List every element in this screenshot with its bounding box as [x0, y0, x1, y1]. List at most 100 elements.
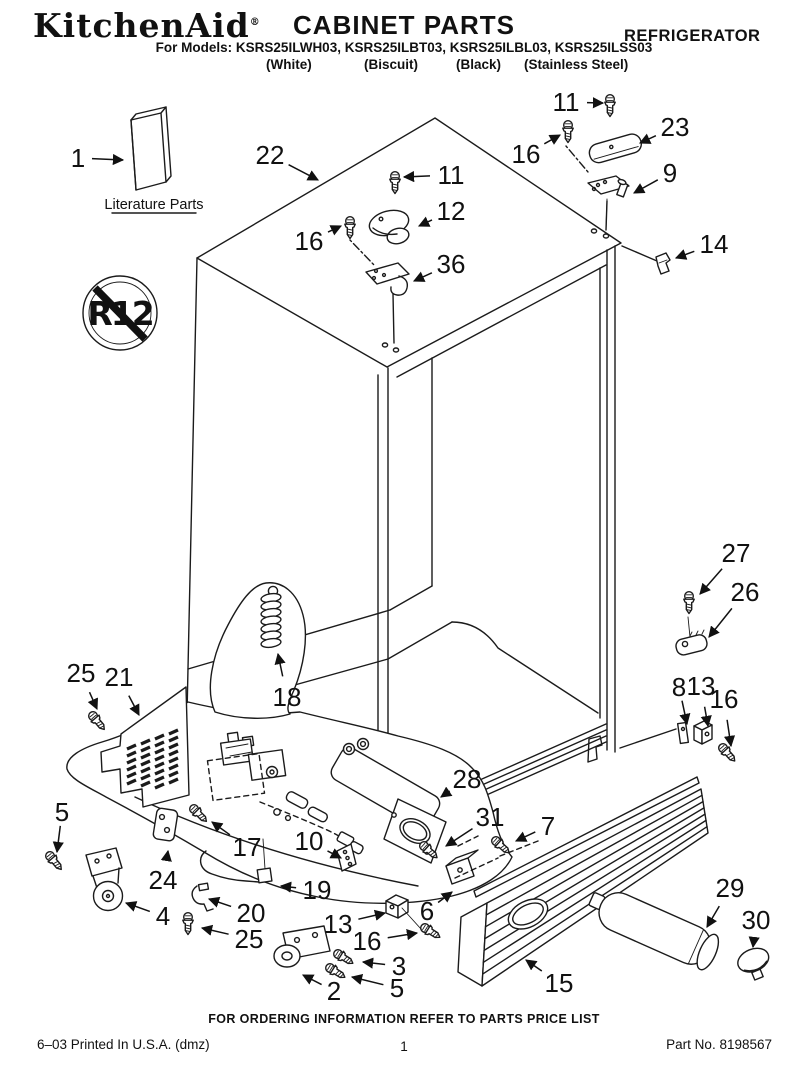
brand-logo: KitchenAid® [33, 6, 261, 44]
leader-arrow [412, 271, 433, 282]
part-callout-number: 36 [437, 249, 466, 279]
bracket-part-13-right [693, 720, 713, 745]
part-callout-number: 16 [710, 684, 739, 714]
part-callout-number: 19 [303, 875, 332, 905]
drain-tube-part-19 [199, 838, 273, 884]
screw-part [562, 119, 574, 144]
part-callout-number: 10 [295, 826, 324, 856]
hinge-bracket-part-36 [365, 262, 410, 296]
leader-arrow [525, 959, 543, 972]
leader-arrow [52, 825, 64, 854]
r12-prohibited-icon: R12 [82, 275, 158, 351]
product-type-label: REFRIGERATOR [624, 27, 761, 45]
leader-arrow [124, 901, 151, 913]
finish-label-stainless: (Stainless Steel) [524, 57, 629, 72]
part-callout-number: 13 [687, 671, 716, 701]
part-callout-number: 27 [722, 538, 751, 568]
leader-arrow [440, 786, 453, 798]
vent-panel-part [100, 686, 190, 808]
part-callout-number: 31 [476, 802, 505, 832]
part-callout-number: 26 [731, 577, 760, 607]
part-callout-number: 30 [742, 905, 771, 935]
leader-arrow [543, 134, 561, 145]
finish-label-black: (Black) [456, 57, 502, 72]
leader-arrow [748, 936, 760, 949]
bracket-part-6 [401, 835, 539, 930]
leader-arrow [723, 719, 736, 748]
leader-arrow [279, 881, 297, 893]
leader-arrow [445, 827, 473, 847]
water-valve-assembly [206, 731, 287, 802]
top-hinge-parts [349, 133, 671, 296]
leader-arrow [706, 905, 720, 928]
part-callout-number: 2 [327, 976, 341, 1006]
leader-arrow [437, 891, 453, 904]
part-callout-number: 4 [156, 901, 170, 931]
printed-info: 6–03 Printed In U.S.A. (dmz) [37, 1037, 210, 1052]
water-filter-part [588, 892, 720, 971]
hinge-cam-part-12 [368, 209, 410, 245]
leader-arrow [402, 170, 431, 183]
part-callout-number: 11 [553, 87, 580, 117]
leader-arrow [288, 164, 319, 181]
leader-arrow [700, 706, 712, 728]
clamp-part-26 [675, 629, 708, 656]
leader-arrow [361, 957, 386, 969]
prohibition-slash [92, 285, 148, 342]
part-callout-number: 20 [237, 898, 266, 928]
part-callout-number: 14 [700, 229, 729, 259]
leader-arrow [128, 695, 140, 716]
part-callout-number: 25 [235, 924, 264, 954]
caster-part-4 [85, 847, 124, 912]
leader-arrow [358, 909, 387, 921]
part-number: Part No. 8198567 [666, 1037, 772, 1052]
part-callout-number: 16 [295, 226, 324, 256]
screw-part [389, 170, 401, 195]
screw-part [604, 93, 616, 118]
part-callout-number: 13 [324, 909, 353, 939]
leader-arrow [674, 249, 695, 260]
leader-arrow [514, 831, 536, 842]
leader-arrow [327, 848, 342, 859]
part-callout-number: 5 [390, 973, 404, 1003]
leader-arrow [87, 691, 99, 711]
part-callout-number: 3 [392, 951, 406, 981]
part-callout-number: 28 [453, 764, 482, 794]
clip-part-20 [191, 882, 214, 912]
leader-arrow [91, 153, 125, 166]
screw-part [344, 215, 356, 240]
hinge-cover-part-23 [588, 133, 643, 164]
base-grille-part [457, 776, 709, 987]
wiring-harness [259, 791, 364, 855]
part-callout-number: 25 [67, 658, 96, 688]
bracket-part-13-bottom [385, 894, 409, 919]
leader-arrow [633, 179, 659, 194]
page-number: 1 [400, 1039, 408, 1054]
spring-bubble [209, 582, 307, 719]
screw-part [715, 740, 740, 766]
screw-part [683, 591, 695, 615]
leader-arrow [327, 225, 343, 236]
leader-arrow [679, 700, 691, 726]
refrigerator-cabinet-outline [186, 117, 677, 802]
brand-logo-text: KitchenAid [33, 6, 250, 45]
leader-arrow [638, 133, 657, 144]
part-callout-number: 16 [512, 139, 541, 169]
leader-arrow [417, 216, 433, 227]
leader-arrow [160, 849, 172, 862]
bracket-part-8 [676, 721, 690, 745]
leader-arrow [200, 924, 229, 936]
part-callout-number: 1 [71, 143, 85, 173]
leader-arrow [350, 973, 384, 986]
part-callout-number: 18 [273, 682, 302, 712]
finish-label-biscuit: (Biscuit) [364, 57, 418, 72]
part-callout-number: 23 [661, 112, 690, 142]
part-callout-number: 5 [55, 797, 69, 827]
part-callout-number: 6 [420, 896, 434, 926]
right-side-parts [675, 616, 713, 745]
part-callout-number: 8 [672, 672, 686, 702]
part-callout-number: 22 [256, 140, 285, 170]
part-callout-number: 7 [541, 811, 555, 841]
